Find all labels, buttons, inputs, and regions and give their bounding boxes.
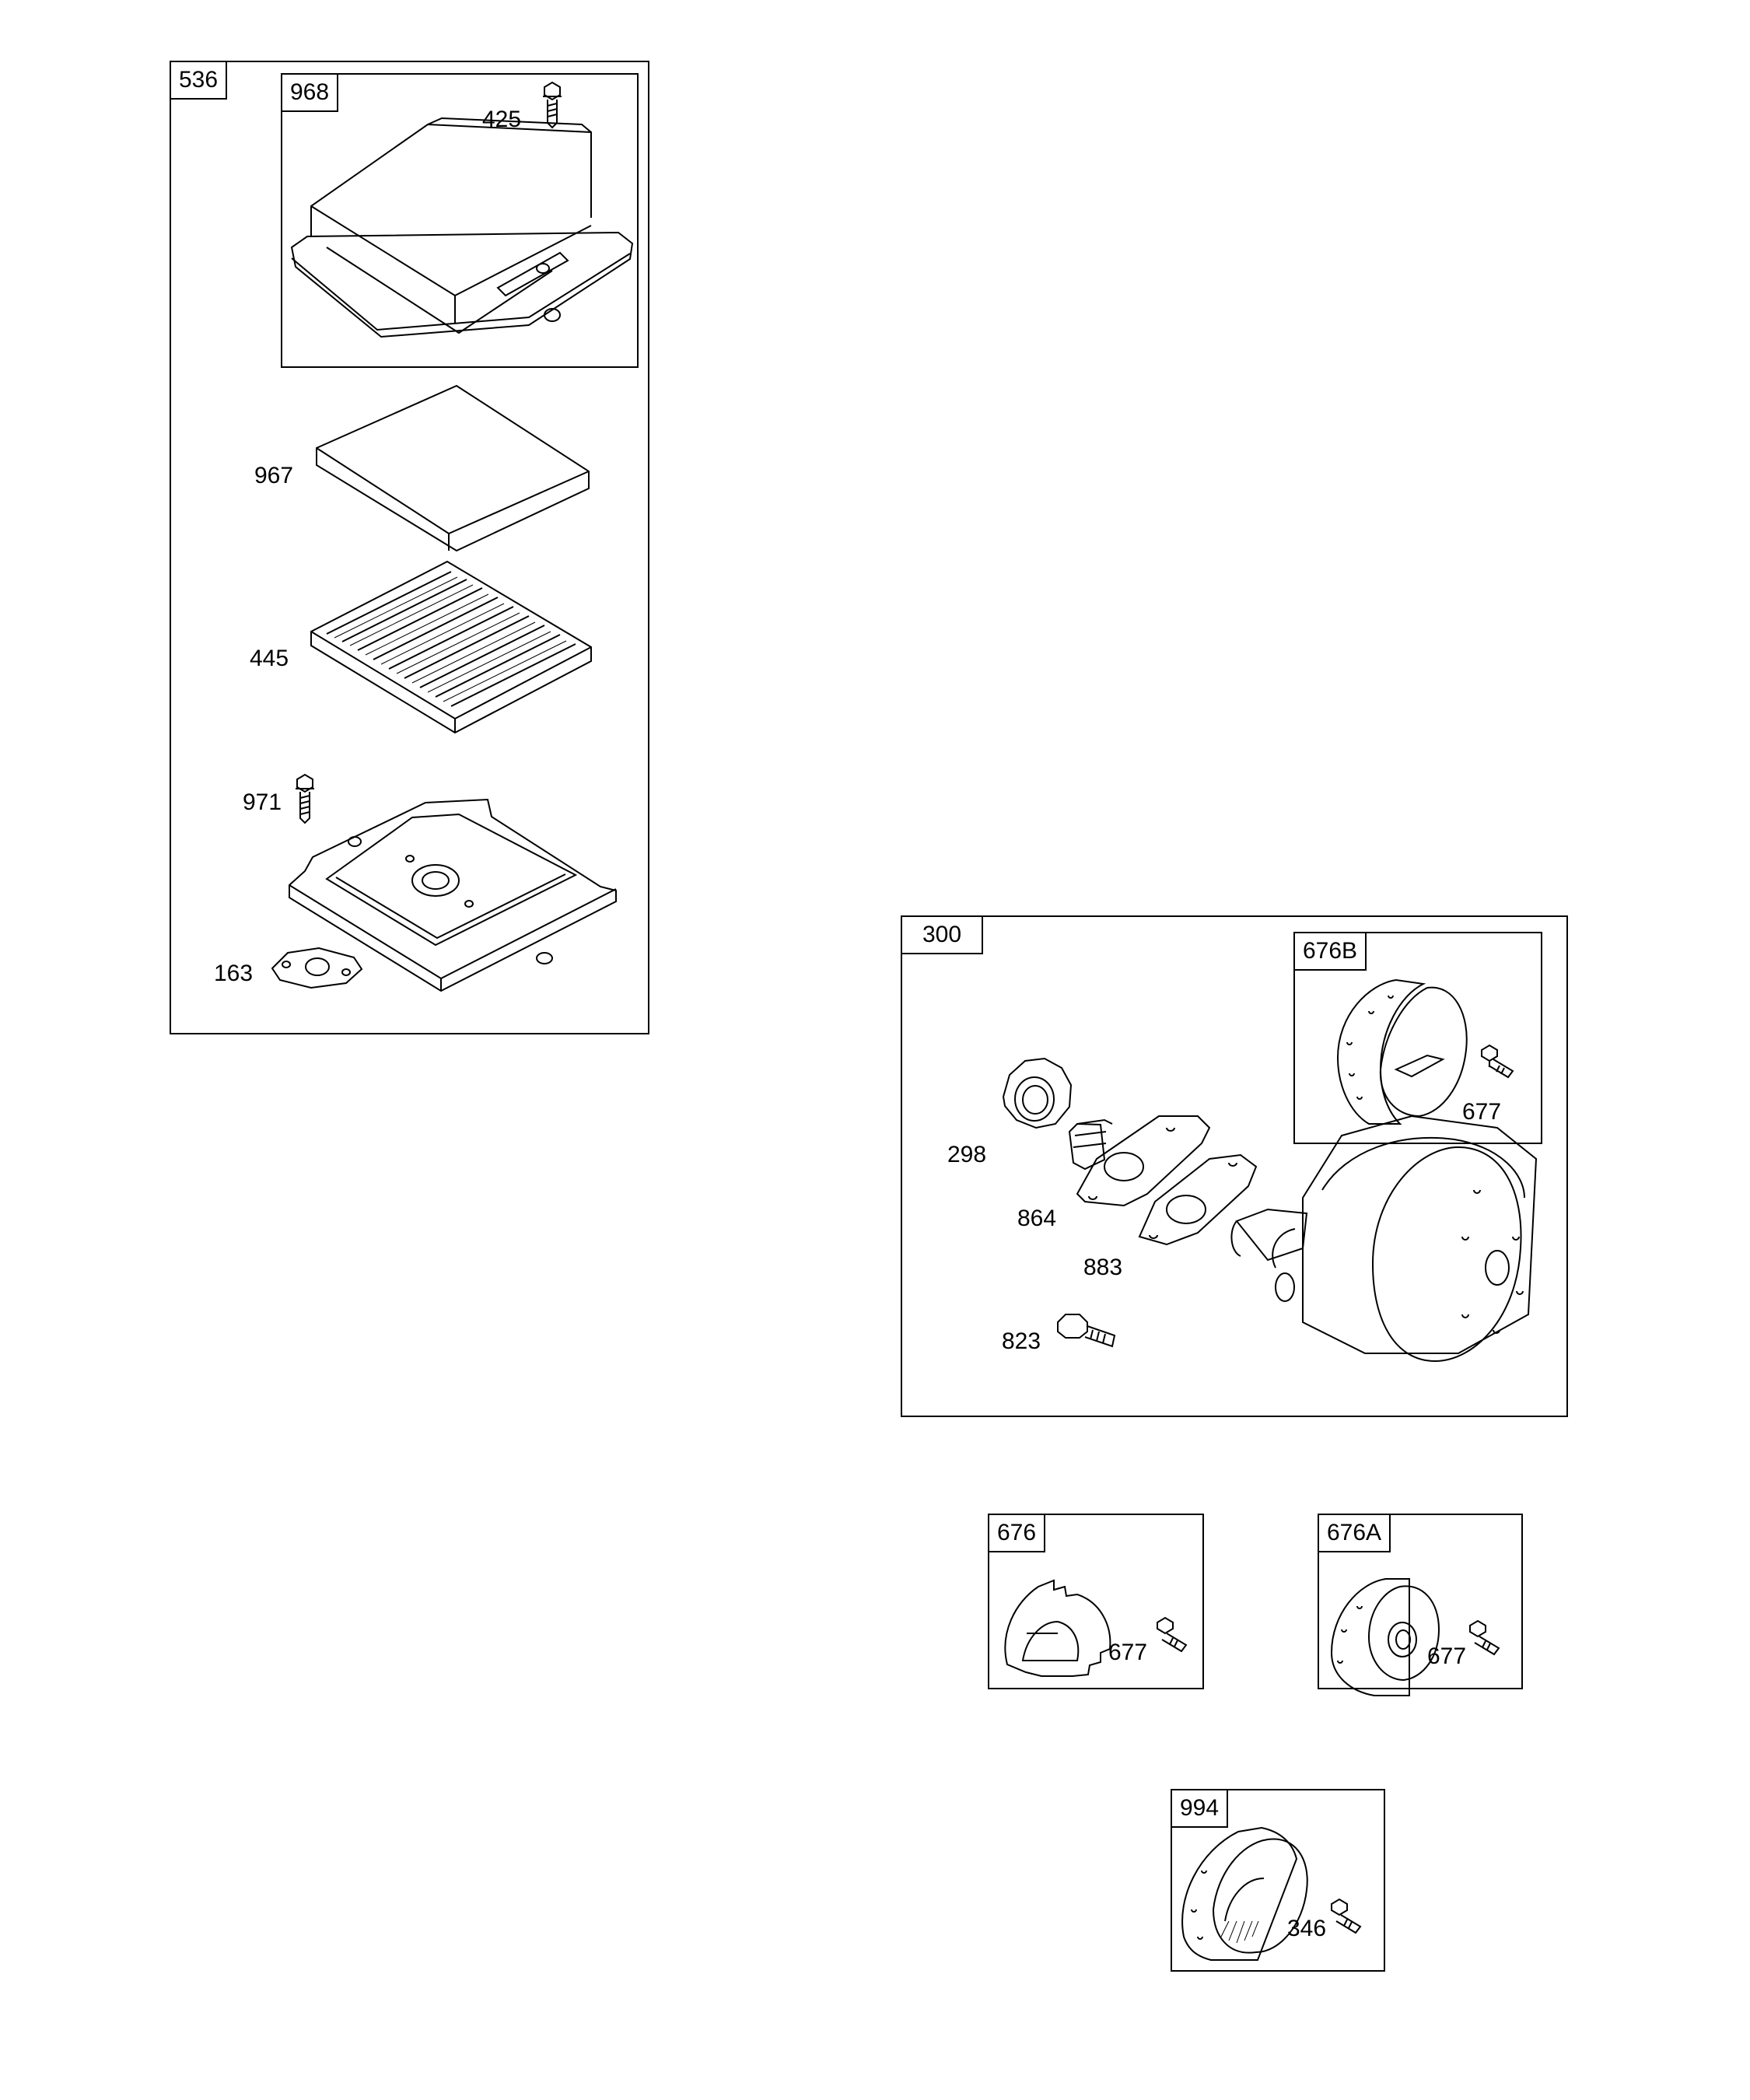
deflector-screw-676a-icon[interactable] xyxy=(1470,1621,1499,1654)
kit-300-frame: 300 xyxy=(901,915,1568,1417)
kit-994-tag[interactable]: 994 xyxy=(1172,1790,1229,1828)
spark-arrester-guard-icon[interactable] xyxy=(1182,1828,1307,1960)
callout-445: 445 xyxy=(250,646,289,671)
kit-676a-frame: 676A xyxy=(1318,1514,1523,1689)
kit-536-frame: 536 xyxy=(170,61,649,1034)
kit-676b-frame: 676B xyxy=(1293,932,1542,1144)
callout-864: 864 xyxy=(1017,1206,1057,1231)
callout-346: 346 xyxy=(1287,1916,1327,1941)
pre-cleaner-icon[interactable] xyxy=(317,386,589,551)
base-screw-icon[interactable] xyxy=(296,775,314,823)
kit-676a-tag[interactable]: 676A xyxy=(1319,1515,1391,1552)
deflector-676b-icon[interactable] xyxy=(1338,980,1467,1124)
lock-nut-icon[interactable] xyxy=(1003,1059,1071,1128)
callout-425: 425 xyxy=(482,107,522,132)
callout-971: 971 xyxy=(243,789,282,815)
callout-883: 883 xyxy=(1083,1255,1123,1280)
air-cleaner-base-icon[interactable] xyxy=(289,800,616,991)
callout-677-kit676b: 677 xyxy=(1462,1099,1502,1125)
kit-968-tag[interactable]: 968 xyxy=(282,75,339,112)
kit-676-tag[interactable]: 676 xyxy=(989,1515,1046,1552)
muffler-body-icon[interactable] xyxy=(1231,1116,1536,1361)
filter-cartridge-icon[interactable] xyxy=(311,562,591,733)
deflector-676a-icon[interactable] xyxy=(1332,1579,1439,1696)
base-gasket-icon[interactable] xyxy=(272,948,362,988)
kit-676b-tag[interactable]: 676B xyxy=(1295,933,1367,971)
deflector-screw-676-icon[interactable] xyxy=(1157,1618,1186,1651)
cover-screw-icon[interactable] xyxy=(543,82,562,128)
deflector-screw-676b-icon[interactable] xyxy=(1482,1045,1513,1077)
callout-677-kit676: 677 xyxy=(1108,1640,1148,1665)
kit-536-tag[interactable]: 536 xyxy=(171,62,228,100)
exhaust-pipe-icon[interactable] xyxy=(1069,1116,1209,1206)
callout-677-kit676a: 677 xyxy=(1427,1643,1467,1669)
callout-823: 823 xyxy=(1002,1328,1041,1354)
kit-994-frame: 994 xyxy=(1171,1789,1385,1972)
kit-300-tag[interactable]: 300 xyxy=(902,917,984,954)
deflector-676-icon[interactable] xyxy=(1005,1580,1110,1676)
muffler-screw-icon[interactable] xyxy=(1058,1314,1115,1346)
callout-163: 163 xyxy=(214,961,254,986)
air-cleaner-cover-icon[interactable] xyxy=(292,118,632,337)
callout-298: 298 xyxy=(947,1142,987,1167)
kit-676-frame: 676 xyxy=(988,1514,1204,1689)
exhaust-gasket-icon[interactable] xyxy=(1139,1155,1256,1244)
callout-967: 967 xyxy=(254,463,294,488)
guard-screw-icon[interactable] xyxy=(1332,1899,1360,1933)
kit-968-frame: 968 xyxy=(281,73,639,368)
